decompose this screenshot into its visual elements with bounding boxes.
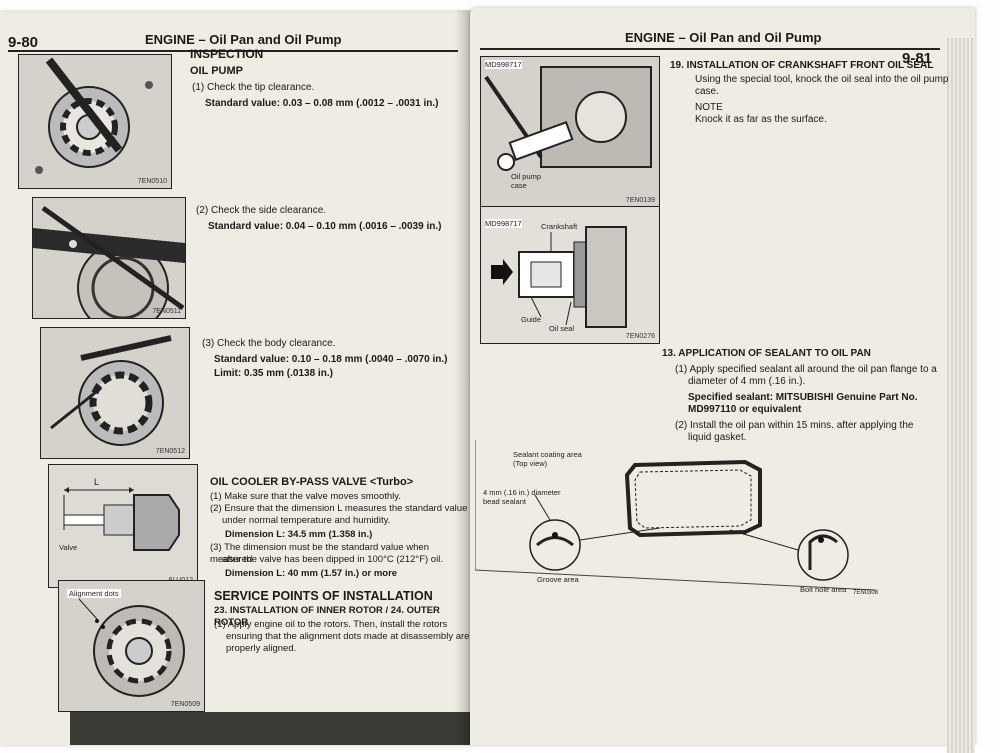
figure-side-clearance-drawing xyxy=(33,205,185,318)
service-step1c: properly aligned. xyxy=(226,643,297,654)
figure-oil-seal-install: MD998717 Crankshaft Guide Oil seal 7EN02… xyxy=(480,206,660,344)
bypass-valve-step3a: (3) The dimension must be the standard v… xyxy=(210,542,429,565)
figure-alignment-dots-drawing xyxy=(78,598,185,697)
left-header-rule xyxy=(8,50,458,52)
valve-label: Valve xyxy=(59,543,78,552)
book-bottom-edge xyxy=(70,712,470,745)
side-clearance-value: Standard value: 0.04 – 0.10 mm (.0016 – … xyxy=(208,221,442,232)
tip-clearance-value: Standard value: 0.03 – 0.08 mm (.0012 – … xyxy=(205,98,439,109)
left-page-header: ENGINE – Oil Pan and Oil Pump xyxy=(145,32,342,47)
crankshaft-label: Crankshaft xyxy=(541,222,578,231)
right-page-number: 9-81 xyxy=(902,50,933,67)
bead-sealant-label: 4 mm (.16 in.) diameter bead sealant xyxy=(483,488,561,506)
tip-clearance-step: (1) Check the tip clearance. xyxy=(192,82,315,93)
oil-seal-label: Oil seal xyxy=(549,324,575,333)
figure-bypass-valve: L Valve 6LU012 xyxy=(48,464,198,588)
bypass-valve-step2a: (2) Ensure that the dimension L measures… xyxy=(210,503,468,514)
step13-2b: liquid gasket. xyxy=(688,432,747,443)
groove-area-label: Groove area xyxy=(537,575,579,584)
step19-title: 19. INSTALLATION OF CRANKSHAFT FRONT OIL… xyxy=(670,60,934,71)
note-text: Knock it as far as the surface. xyxy=(695,114,827,125)
left-page-number: 9-80 xyxy=(8,34,39,51)
figure-body-clearance: 7EN0512 xyxy=(40,327,190,459)
right-page-header: ENGINE – Oil Pan and Oil Pump xyxy=(625,30,822,45)
figure-body-clearance-drawing xyxy=(50,335,172,446)
tool-number-label: MD998717 xyxy=(485,60,522,69)
step19-text-b: case. xyxy=(695,86,719,97)
guide-label: Guide xyxy=(521,315,542,324)
figure-oil-seal-install-drawing xyxy=(491,226,627,328)
figure-code: 7EN0276 xyxy=(625,333,655,340)
bypass-valve-step2b: under normal temperature and humidity. xyxy=(222,515,391,526)
body-clearance-limit: Limit: 0.35 mm (.0138 in.) xyxy=(214,368,333,379)
service-step1b: ensuring that the alignment dots made at… xyxy=(226,631,470,642)
figure-side-clearance: 7EN0511 xyxy=(32,197,186,319)
figure-code: 7EN0509 xyxy=(170,701,200,708)
body-clearance-value: Standard value: 0.10 – 0.18 mm (.0040 – … xyxy=(214,354,448,365)
left-page: 9-80 ENGINE – Oil Pan and Oil Pump 7EN05… xyxy=(0,12,470,745)
service-step1a: (1) Apply engine oil to the rotors. Then… xyxy=(214,619,448,630)
oil-pan-sealant-diagram: Sealant coating area (Top view) 4 mm (.1… xyxy=(474,440,879,600)
figure-oil-seal-tool: MD998717 Oil pump case 7EN0139 xyxy=(480,56,660,208)
right-page: ENGINE – Oil Pan and Oil Pump 9-81 MD998… xyxy=(470,8,975,753)
page-edges xyxy=(947,38,975,753)
figure-tip-clearance: 7EN0510 xyxy=(18,54,172,189)
step19-text-a: Using the special tool, knock the oil se… xyxy=(695,74,949,85)
figure-code: 7EN0511 xyxy=(152,308,181,315)
step13-2a: (2) Install the oil pan within 15 mins. … xyxy=(675,420,914,431)
figure-code: 7EN0139 xyxy=(625,197,655,204)
note-title: NOTE xyxy=(695,102,723,113)
tool-number-label: MD998717 xyxy=(485,219,522,228)
bypass-valve-dimension2: Dimension L: 40 mm (1.57 in.) or more xyxy=(225,568,398,579)
service-points-subtitle: 23. INSTALLATION OF INNER ROTOR / 24. OU… xyxy=(214,605,440,628)
valve-dimension-label: L xyxy=(94,477,100,487)
body-clearance-step: (3) Check the body clearance. xyxy=(202,338,336,349)
step13-1a: (1) Apply specified sealant all around t… xyxy=(675,364,937,375)
figure-bypass-valve-drawing xyxy=(63,487,180,551)
side-clearance-step: (2) Check the side clearance. xyxy=(196,205,327,216)
sealant-spec-b: MD997110 or equivalent xyxy=(688,404,802,415)
sealant-coating-label: Sealant coating area (Top view) xyxy=(513,450,582,468)
right-header-rule xyxy=(480,48,940,50)
inspection-title: INSPECTION xyxy=(190,47,264,61)
figure-code: 7EN0308 xyxy=(853,590,879,596)
figure-oil-seal-tool-drawing xyxy=(484,66,652,171)
bypass-valve-title: OIL COOLER BY-PASS VALVE <Turbo> xyxy=(210,476,414,488)
figure-code: 7EN0510 xyxy=(137,178,167,185)
oil-pan-sealant-drawing xyxy=(474,440,876,591)
bypass-valve-step1: (1) Make sure that the valve moves smoot… xyxy=(210,491,401,502)
oil-pump-title: OIL PUMP xyxy=(190,65,243,77)
step13-1b: diameter of 4 mm (.16 in.). xyxy=(688,376,806,387)
step13-title: 13. APPLICATION OF SEALANT TO OIL PAN xyxy=(662,348,871,359)
figure-tip-clearance-drawing xyxy=(35,57,153,174)
alignment-dots-label: Alignment dots xyxy=(67,589,121,598)
service-points-title: SERVICE POINTS OF INSTALLATION xyxy=(214,589,433,603)
figure-alignment-dots: Alignment dots 7EN0509 xyxy=(58,580,205,712)
bolt-hole-area-label: Bolt hole area xyxy=(800,585,847,594)
figure-code: 7EN0512 xyxy=(155,448,185,455)
bypass-valve-step3b: after the valve has been dipped in 100°C… xyxy=(222,554,443,565)
sealant-spec-a: Specified sealant: MITSUBISHI Genuine Pa… xyxy=(688,392,918,403)
oil-pump-case-label: Oil pump case xyxy=(511,172,542,190)
bypass-valve-dimension1: Dimension L: 34.5 mm (1.358 in.) xyxy=(225,529,373,540)
